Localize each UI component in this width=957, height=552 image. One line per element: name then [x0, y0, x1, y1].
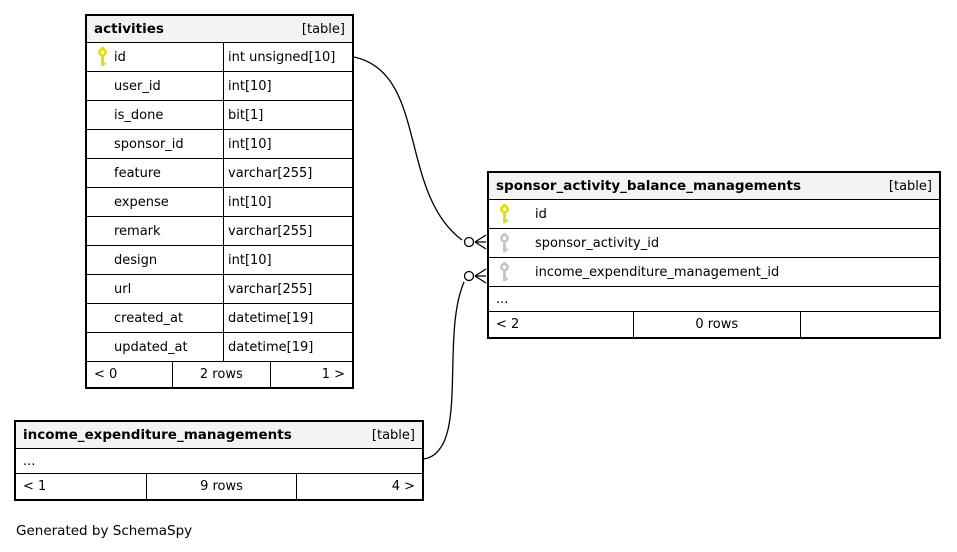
foreign-key-icon — [499, 262, 535, 282]
column-type: int unsigned[10] — [223, 43, 352, 71]
table-tag: [table] — [371, 427, 415, 443]
column-type: varchar[255] — [223, 159, 352, 187]
column-row-id: id — [489, 200, 939, 229]
zero-cardinality-circle — [463, 236, 475, 248]
footer-row-count: 0 rows — [633, 312, 800, 337]
column-row-user-id: user_id int[10] — [87, 72, 352, 101]
table-header[interactable]: activities [table] — [87, 16, 352, 43]
footer-parents-count — [799, 312, 940, 337]
connector-income-to-sponsor — [423, 281, 465, 460]
table-footer: < 2 0 rows — [489, 312, 939, 337]
column-name: feature — [114, 165, 161, 181]
primary-key-icon — [97, 47, 114, 67]
table-header[interactable]: income_expenditure_managements [table] — [16, 422, 422, 449]
table-activities[interactable]: activities [table] id int unsigned[10] — [85, 14, 354, 389]
zero-cardinality-circle — [463, 270, 475, 282]
footer-parents-count: 4 > — [296, 474, 422, 499]
column-row-income-expenditure-management-id: income_expenditure_management_id — [489, 258, 939, 287]
table-footer: < 1 9 rows 4 > — [16, 474, 422, 499]
footer-children-count: < 1 — [23, 479, 47, 494]
table-title[interactable]: sponsor_activity_balance_managements — [496, 178, 801, 194]
column-name: design — [114, 252, 158, 268]
column-name: url — [114, 281, 132, 297]
column-type: datetime[19] — [223, 333, 352, 361]
table-header[interactable]: sponsor_activity_balance_managements [ta… — [489, 173, 939, 200]
footer-children-count: < 2 — [496, 317, 520, 332]
table-tag: [table] — [301, 21, 345, 37]
crow-foot-icon — [474, 234, 487, 250]
column-type: bit[1] — [223, 101, 352, 129]
column-row-updated-at: updated_at datetime[19] — [87, 333, 352, 362]
table-title[interactable]: activities — [94, 21, 164, 37]
column-name: income_expenditure_management_id — [535, 264, 780, 280]
column-name: expense — [114, 194, 169, 210]
column-type: int[10] — [223, 188, 352, 216]
column-name: user_id — [114, 78, 161, 94]
crow-foot-icon — [474, 268, 487, 284]
hidden-columns-ellipsis: ... — [16, 449, 422, 474]
column-row-url: url varchar[255] — [87, 275, 352, 304]
column-name: remark — [114, 223, 161, 239]
column-row-id: id int unsigned[10] — [87, 43, 352, 72]
column-name: created_at — [114, 310, 184, 326]
primary-key-icon — [499, 204, 535, 224]
table-sponsor-activity-balance-managements[interactable]: sponsor_activity_balance_managements [ta… — [487, 171, 941, 339]
generated-by-note: Generated by SchemaSpy — [16, 523, 193, 539]
column-row-design: design int[10] — [87, 246, 352, 275]
hidden-columns-ellipsis: ... — [489, 287, 939, 312]
column-type: int[10] — [223, 130, 352, 158]
column-row-is-done: is_done bit[1] — [87, 101, 352, 130]
column-type: int[10] — [223, 246, 352, 274]
table-income-expenditure-managements[interactable]: income_expenditure_managements [table] .… — [14, 420, 424, 501]
column-row-remark: remark varchar[255] — [87, 217, 352, 246]
column-row-sponsor-id: sponsor_id int[10] — [87, 130, 352, 159]
column-type: varchar[255] — [223, 217, 352, 245]
column-row-feature: feature varchar[255] — [87, 159, 352, 188]
column-row-sponsor-activity-id: sponsor_activity_id — [489, 229, 939, 258]
column-name: sponsor_id — [114, 136, 184, 152]
column-row-created-at: created_at datetime[19] — [87, 304, 352, 333]
table-tag: [table] — [888, 178, 932, 194]
footer-row-count: 9 rows — [145, 474, 296, 499]
foreign-key-icon — [499, 233, 535, 253]
footer-parents-count: 1 > — [269, 362, 352, 387]
footer-row-count: 2 rows — [171, 362, 270, 387]
column-name: sponsor_activity_id — [535, 235, 660, 251]
connector-activities-to-sponsor — [353, 56, 463, 241]
column-type: varchar[255] — [223, 275, 352, 303]
column-name: id — [535, 206, 547, 222]
table-footer: < 0 2 rows 1 > — [87, 362, 352, 387]
table-title[interactable]: income_expenditure_managements — [23, 427, 292, 443]
column-row-expense: expense int[10] — [87, 188, 352, 217]
column-type: datetime[19] — [223, 304, 352, 332]
column-name: updated_at — [114, 339, 188, 355]
footer-children-count: < 0 — [94, 367, 118, 382]
column-name: is_done — [114, 107, 164, 123]
column-type: int[10] — [223, 72, 352, 100]
column-name: id — [114, 49, 126, 65]
